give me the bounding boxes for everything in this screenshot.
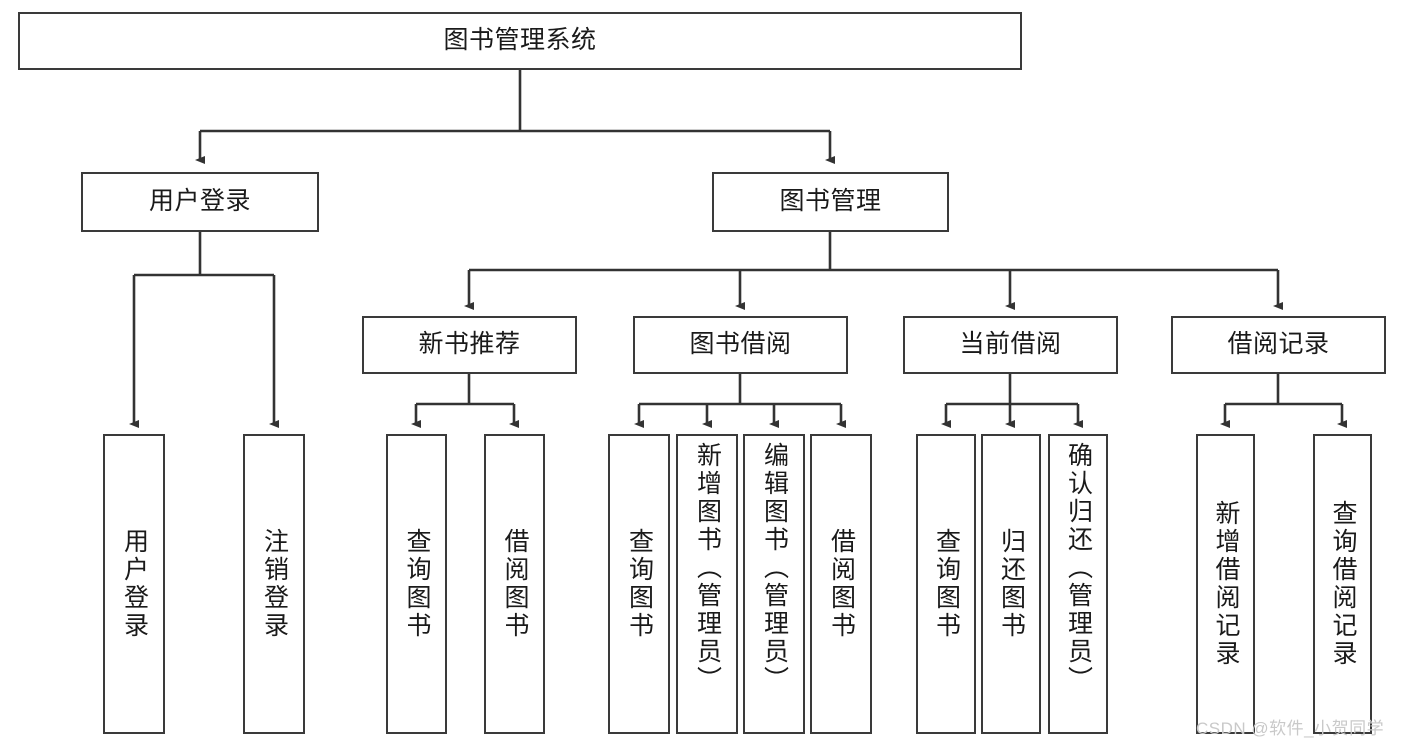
node-leaf-borrow-books-borrow-label: 借阅图书 xyxy=(827,528,856,640)
csdn-watermark: CSDN @软件_小贺同学 xyxy=(1196,719,1385,738)
node-user-login-label: 用户登录 xyxy=(148,187,251,216)
node-leaf-user-login[interactable]: 用户登录 xyxy=(103,434,165,734)
node-leaf-borrow-books-borrow[interactable]: 借阅图书 xyxy=(810,434,872,734)
node-leaf-add-borrow-record-label: 新增借阅记录 xyxy=(1212,500,1240,668)
node-leaf-logout[interactable]: 注销登录 xyxy=(243,434,305,734)
node-leaf-confirm-return-admin-label: 确认归还（管理员） xyxy=(1064,442,1093,694)
node-leaf-add-borrow-record[interactable]: 新增借阅记录 xyxy=(1196,434,1255,734)
node-leaf-confirm-return-admin[interactable]: 确认归还（管理员） xyxy=(1048,434,1108,734)
node-leaf-query-books-new[interactable]: 查询图书 xyxy=(386,434,447,734)
node-leaf-user-login-label: 用户登录 xyxy=(120,528,149,640)
node-book-management[interactable]: 图书管理 xyxy=(712,172,949,232)
node-leaf-query-borrow-record[interactable]: 查询借阅记录 xyxy=(1313,434,1372,734)
node-current-borrow[interactable]: 当前借阅 xyxy=(903,316,1118,374)
node-new-book-recommend[interactable]: 新书推荐 xyxy=(362,316,577,374)
node-book-management-label: 图书管理 xyxy=(779,187,882,216)
node-leaf-query-books-borrow-label: 查询图书 xyxy=(625,528,654,640)
node-new-book-recommend-label: 新书推荐 xyxy=(418,330,521,359)
node-current-borrow-label: 当前借阅 xyxy=(959,330,1062,359)
node-leaf-borrow-books-new-label: 借阅图书 xyxy=(501,528,529,640)
node-user-login[interactable]: 用户登录 xyxy=(81,172,319,232)
node-borrow-records[interactable]: 借阅记录 xyxy=(1171,316,1386,374)
node-leaf-query-books-borrow[interactable]: 查询图书 xyxy=(608,434,670,734)
node-book-borrow[interactable]: 图书借阅 xyxy=(633,316,848,374)
node-borrow-records-label: 借阅记录 xyxy=(1227,330,1330,359)
node-leaf-query-books-current-label: 查询图书 xyxy=(932,528,961,640)
node-leaf-add-book-admin-label: 新增图书（管理员） xyxy=(693,442,722,694)
node-leaf-query-books-current[interactable]: 查询图书 xyxy=(916,434,976,734)
node-root-label: 图书管理系统 xyxy=(443,26,597,55)
node-leaf-query-books-new-label: 查询图书 xyxy=(403,528,431,640)
node-leaf-add-book-admin[interactable]: 新增图书（管理员） xyxy=(676,434,738,734)
node-leaf-return-books[interactable]: 归还图书 xyxy=(981,434,1041,734)
node-root[interactable]: 图书管理系统 xyxy=(18,12,1022,70)
node-leaf-borrow-books-new[interactable]: 借阅图书 xyxy=(484,434,545,734)
node-book-borrow-label: 图书借阅 xyxy=(689,330,792,359)
node-leaf-edit-book-admin-label: 编辑图书（管理员） xyxy=(760,442,789,694)
node-leaf-logout-label: 注销登录 xyxy=(260,528,289,640)
node-leaf-return-books-label: 归还图书 xyxy=(997,528,1026,640)
node-leaf-edit-book-admin[interactable]: 编辑图书（管理员） xyxy=(743,434,805,734)
node-leaf-query-borrow-record-label: 查询借阅记录 xyxy=(1329,500,1357,668)
